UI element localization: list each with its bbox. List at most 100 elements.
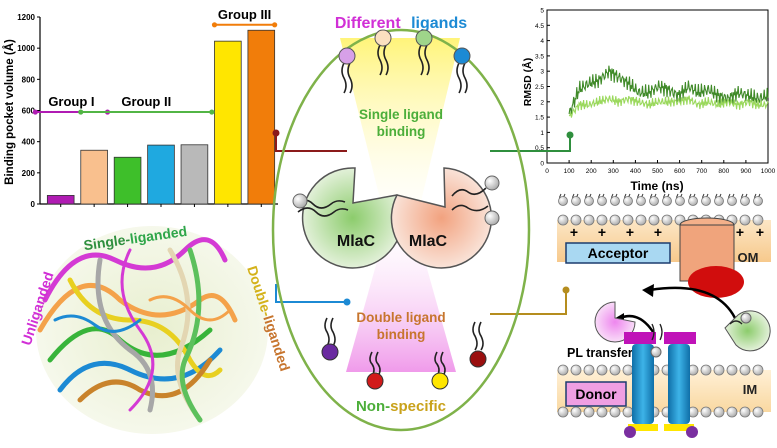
- connector-dot: [343, 298, 351, 306]
- title-word-ligands: ligands: [411, 15, 467, 32]
- im-lipid-head: [739, 364, 751, 376]
- rmsd-chart-y-label: RMSD (Å): [521, 58, 534, 106]
- title-word-different: Different: [335, 15, 401, 32]
- om-lipid-head: [596, 214, 608, 226]
- om-lipid-head: [727, 196, 737, 206]
- bar-chart-y-label: Binding pocket volume (Å): [3, 39, 16, 185]
- im-lipid-head: [583, 406, 595, 418]
- connector-double-to-structure: [275, 284, 347, 303]
- single-ligand-cone: [340, 38, 460, 235]
- donor-cylinder-right: [668, 344, 690, 424]
- acceptor-box: [565, 242, 671, 264]
- om-lipid-head: [701, 196, 711, 206]
- group-label: Group II: [121, 94, 171, 109]
- im-lipid-head: [752, 364, 764, 376]
- bar: [247, 29, 276, 205]
- group-label: Group I: [48, 94, 94, 109]
- rmsd-y-tick-label: 5: [540, 8, 544, 15]
- bar-y-tick-label: 400: [22, 138, 36, 147]
- om-lipid-head: [752, 214, 764, 226]
- ligand-head-darkred: [469, 350, 487, 368]
- om-lipid-head: [609, 214, 621, 226]
- im-lipid-head: [726, 406, 738, 418]
- bar-y-tick-label: 600: [22, 107, 36, 116]
- ligand-head-magenta: [338, 47, 356, 65]
- positive-charge: +: [626, 224, 634, 240]
- connector-double-to-membrane: [490, 290, 567, 315]
- bar: [180, 144, 209, 205]
- bar: [46, 195, 75, 205]
- om-lipid-head: [571, 196, 581, 206]
- group-bracket-end: [272, 22, 278, 28]
- bar-y-tick-label: 1000: [17, 44, 35, 53]
- mlac-left-label: MlaC: [337, 233, 376, 250]
- im-lipid-head: [726, 364, 738, 376]
- bar-chart-bars: [46, 29, 276, 207]
- top-ligands: [341, 44, 468, 94]
- connector-dot: [566, 131, 574, 139]
- positive-charge: +: [756, 224, 764, 240]
- om-lipid-head: [714, 196, 724, 206]
- ligand-head-yellow: [431, 372, 449, 390]
- om-lipid-head: [610, 196, 620, 206]
- om-lipid-head: [753, 196, 763, 206]
- rmsd-series-line: [568, 65, 769, 115]
- donor-label: Donor: [575, 386, 617, 402]
- bar-y-tick-label: 1200: [17, 13, 35, 22]
- donor-yellow-base-left: [628, 424, 658, 431]
- ligand-head-blue: [453, 47, 471, 65]
- im-label: IM: [743, 382, 757, 397]
- rmsd-y-tick-label: 4.5: [535, 23, 544, 30]
- rmsd-y-tick-label: 0.5: [535, 145, 544, 152]
- ligand-head-peach: [374, 29, 392, 47]
- rmsd-x-tick-label: 100: [564, 168, 575, 175]
- rmsd-y-tick-label: 1: [540, 130, 544, 137]
- im-lipid-head: [570, 364, 582, 376]
- bar-y-tick-label: 800: [22, 75, 36, 84]
- ligand-head-purple: [321, 343, 339, 361]
- om-lipid-head: [739, 214, 751, 226]
- group-label: Group III: [218, 7, 271, 22]
- rmsd-x-tick-label: 400: [630, 168, 641, 175]
- connector-single-to-bar: [275, 133, 347, 152]
- om-lipid-head: [583, 214, 595, 226]
- acceptor-label: Acceptor: [588, 245, 649, 261]
- ligand-head-red: [366, 372, 384, 390]
- rmsd-y-tick-label: 0: [540, 161, 544, 168]
- im-lipid-head: [583, 364, 595, 376]
- om-red-subunit: [688, 266, 744, 298]
- group-bracket-end: [32, 109, 38, 115]
- rmsd-x-tick-label: 200: [586, 168, 597, 175]
- im-lipid-head: [713, 406, 725, 418]
- bar: [113, 156, 142, 205]
- im-lipid-head: [596, 364, 608, 376]
- mlac-structure-overlay: Unliganded Single-liganded Double-ligand…: [18, 223, 293, 434]
- donor-cylinder-left: [632, 344, 654, 424]
- membrane-transport-scheme: ++++++ Acceptor OM PL transfer Donor: [557, 193, 771, 438]
- double-ligand-cone: [346, 215, 456, 372]
- im-lipid-head: [609, 364, 621, 376]
- transfer-arrow-top: [649, 286, 737, 319]
- im-lipid-head: [609, 406, 621, 418]
- positive-charge: +: [570, 224, 578, 240]
- bar-y-tick-label: 200: [22, 169, 36, 178]
- rmsd-y-tick-label: 2.5: [535, 84, 544, 91]
- om-lipid-head: [675, 196, 685, 206]
- om-lipid-head: [636, 196, 646, 206]
- om-lipid-head: [623, 196, 633, 206]
- rmsd-x-tick-label: 600: [674, 168, 685, 175]
- om-lipid-head: [649, 196, 659, 206]
- bar: [80, 149, 108, 205]
- ribbon-bundle: [37, 237, 238, 423]
- om-lipid-head: [740, 196, 750, 206]
- rmsd-x-tick-label: 300: [608, 168, 619, 175]
- rmsd-y-tick-label: 4: [540, 38, 544, 45]
- om-lipid-head: [662, 196, 672, 206]
- positive-charge: +: [736, 224, 744, 240]
- non-specific-label: Non-specific: [356, 398, 446, 415]
